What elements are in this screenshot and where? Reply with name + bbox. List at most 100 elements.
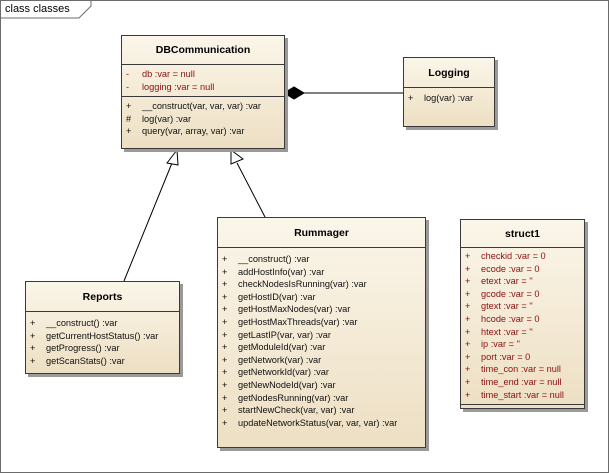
class-reports[interactable]: Reports +__construct() :var +getCurrentH… [25,281,180,374]
operation-row[interactable]: +__construct() :var [218,253,425,266]
visibility-marker: + [465,339,471,350]
visibility-marker: + [465,251,471,261]
attribute-row[interactable]: - logging :var = null [122,81,284,94]
operation-row[interactable]: + getNetwork(var) :var [218,354,425,367]
operation-text: getHostMaxThreads(var) :var [238,316,358,327]
operation-text: getHostMaxNodes(var) :var [238,304,351,315]
operation-text: getNewNodeId(var) :var [238,379,336,390]
visibility-marker: - [126,81,130,92]
operation-row[interactable]: +getCurrentHostStatus() :var [26,330,179,343]
class-struct1[interactable]: struct1 + checkid :var = 0 + ecode :var = … [460,219,585,409]
visibility-marker: + [222,254,228,264]
operation-text: addHostInfo(var) :var [238,266,325,277]
operation-row[interactable]: + getHostMaxNodes(var) :var [218,303,425,316]
generalization-line-rummager [236,162,266,218]
attribute-row[interactable]: + time_start :var = null [461,389,584,402]
visibility-marker: + [222,405,228,416]
frame-tab-shape [1,1,92,19]
class-name: Rummager [218,218,425,248]
visibility-marker: + [408,93,414,103]
visibility-marker: + [222,316,228,327]
attribute-text: logging :var = null [142,81,215,92]
operation-row[interactable]: +getScanStats() :var [26,355,179,368]
attribute-row[interactable]: +port :var = 0 [461,351,584,364]
operation-text: log(var) :var [142,113,192,124]
attribute-row[interactable]: +etext :var = '' [461,275,584,288]
visibility-marker: + [465,389,471,400]
operation-compartment: +__construct() :var +getCurrentHostStatu… [26,312,179,370]
operation-text: getHostID(var) :var [238,291,316,302]
operation-row[interactable]: +getProgress() :var [26,342,179,355]
operation-row[interactable]: #log(var) :var [122,113,284,126]
attribute-row[interactable]: - db :var = null [122,68,284,81]
attribute-row[interactable]: + time_end :var = null [461,376,584,389]
visibility-marker: + [222,266,228,277]
attribute-text: ecode :var = 0 [481,263,540,274]
operation-row[interactable]: +getNodesRunning(var) :var [218,392,425,405]
generalization-arrow-rummager [230,149,244,165]
operation-text: query(var, array, var) :var [142,126,245,137]
operation-row[interactable]: +__construct() :var [26,317,179,330]
operation-row[interactable]: +startNewCheck(var, var) :var [218,404,425,417]
attribute-row[interactable]: +ip :var = '' [461,338,584,351]
visibility-marker: + [465,276,471,287]
operation-row[interactable]: +getLastIP(var, var) :var [218,329,425,342]
attribute-compartment: + checkid :var = 0 + ecode :var = 0 +etext… [461,248,584,406]
attribute-row[interactable]: + ecode :var = 0 [461,263,584,276]
visibility-marker: + [30,343,36,354]
visibility-marker: + [222,329,228,340]
attribute-row[interactable]: +htext :var = '' [461,326,584,339]
operation-row[interactable]: + getHostMaxThreads(var) :var [218,316,425,329]
visibility-marker: + [465,263,471,274]
visibility-marker: + [465,351,471,362]
attribute-text: checkid :var = 0 [481,251,546,261]
attribute-compartment: - db :var = null - logging :var = null [122,65,284,98]
class-name: Logging [404,58,494,88]
visibility-marker: + [465,376,471,387]
attribute-text: db :var = null [142,69,195,79]
operation-row[interactable]: +query(var, array, var) :var [122,125,284,138]
visibility-marker: + [222,342,228,353]
visibility-marker: + [126,101,132,112]
operation-row[interactable]: +updateNetworkStatus(var, var, var) :var [218,417,425,430]
visibility-marker: + [222,279,228,290]
visibility-marker: + [465,301,471,312]
visibility-marker: + [465,364,471,375]
operation-text: __construct() :var [46,318,118,328]
visibility-marker: + [465,326,471,337]
attribute-row[interactable]: + gtext :var = '' [461,300,584,313]
class-dbcommunication[interactable]: DBCommunication -db :var = null -logging… [121,35,285,149]
class-logging[interactable]: Logging +log(var) :var [403,57,495,127]
attribute-row[interactable]: + time_con :var = null [461,363,584,376]
operation-row[interactable]: + getNetworkId(var) :var [218,366,425,379]
operation-row[interactable]: + addHostInfo(var) :var [218,266,425,279]
attribute-text: time_con :var = null [481,364,561,375]
operation-text: getNetwork(var) :var [238,354,322,365]
attribute-row[interactable]: + checkid :var = 0 [461,250,584,263]
visibility-marker: - [126,69,130,79]
operation-text: getCurrentHostStatus() :var [46,330,159,341]
class-name: Reports [26,282,179,312]
visibility-marker: + [222,379,228,390]
operation-row[interactable]: +log(var) :var [404,92,494,105]
operation-row[interactable]: +getHostID(var) :var [218,291,425,304]
frame-label: class classes [5,3,70,15]
attribute-text: hcode :var = 0 [481,313,540,324]
attribute-text: gtext :var = '' [481,301,533,312]
class-name: struct1 [461,220,584,248]
class-rummager[interactable]: Rummager +__construct() :var + addHostInf… [217,217,426,448]
attribute-row[interactable]: +hcode :var = 0 [461,313,584,326]
attribute-text: time_end :var = null [481,376,562,387]
attribute-row[interactable]: +gcode :var = 0 [461,288,584,301]
visibility-marker: + [222,304,228,315]
attribute-text: time_start :var = null [481,389,564,400]
frame-tab: class classes [1,1,92,19]
operation-row[interactable]: +getModuleId(var) :var [218,341,425,354]
visibility-marker: + [222,367,228,378]
operation-row[interactable]: +checkNodesIsRunning(var) :var [218,278,425,291]
visibility-marker: + [222,354,228,365]
operation-text: getNetworkId(var) :var [238,367,329,378]
operation-row[interactable]: +__construct(var, var, var) :var [122,100,284,113]
operation-row[interactable]: + getNewNodeId(var) :var [218,379,425,392]
